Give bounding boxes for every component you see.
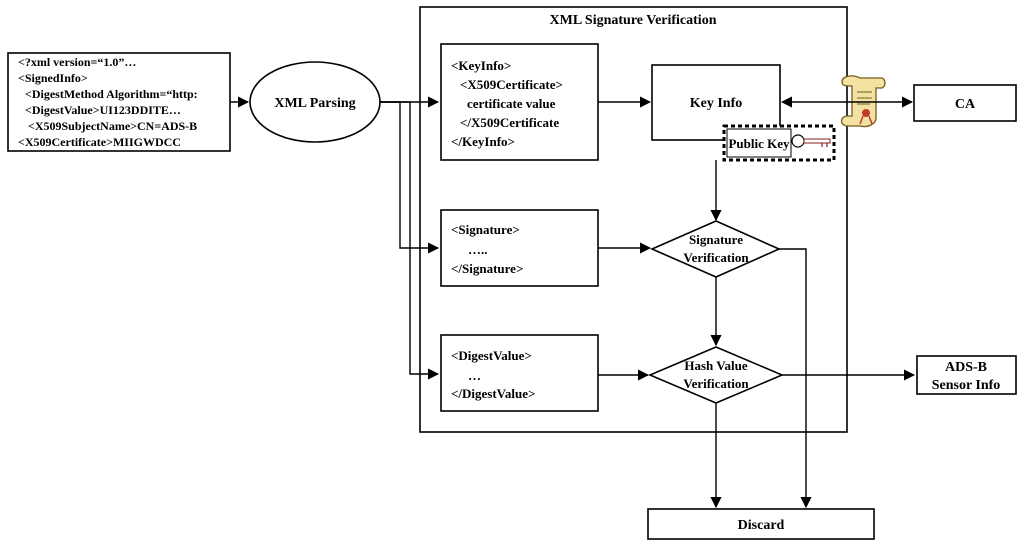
digest-box	[440, 334, 599, 412]
keyinfo-line: </X509Certificate	[460, 115, 559, 130]
adsb-label: ADS-B	[945, 360, 987, 375]
signature-box	[440, 209, 599, 287]
xml-input-line: <SignedInfo>	[18, 71, 88, 85]
discard-label: Discard	[738, 518, 785, 533]
diagram-title: XML Signature Verification	[550, 13, 717, 28]
digest-line: …	[468, 368, 481, 383]
signature-line: <Signature>	[451, 222, 520, 237]
keyinfo-line: certificate value	[467, 96, 556, 111]
keyinfo-line: <X509Certificate>	[460, 77, 563, 92]
signature-line: …..	[468, 242, 488, 257]
keyinfo-box	[440, 43, 599, 161]
xml-input-line: <DigestMethod Algorithm=“http:	[25, 87, 198, 101]
ca-label: CA	[955, 97, 976, 112]
xml-input-line: <X509SubjectName>CN=ADS-B	[28, 119, 197, 133]
public-key-label-box	[726, 128, 792, 158]
xml-input-line: <X509Certificate>MIIGWDCC	[18, 135, 181, 149]
signature-verification-label: Verification	[683, 250, 749, 265]
xml-parsing-label: XML Parsing	[274, 96, 355, 111]
adsb-sensor-info-box	[916, 355, 1017, 395]
signature-verification-label: Signature	[689, 232, 743, 247]
key-icon	[791, 134, 831, 148]
hash-verification-label: Hash Value	[684, 358, 747, 373]
digest-line: <DigestValue>	[451, 348, 532, 363]
public-key-label: Public Key	[728, 136, 790, 151]
adsb-label: Sensor Info	[932, 378, 1001, 393]
xml-input-line: <DigestValue>UI123DDITE…	[25, 103, 181, 117]
keyinfo-line: <KeyInfo>	[451, 58, 511, 73]
certificate-scroll-icon	[840, 75, 886, 128]
discard-box	[647, 508, 875, 540]
hash-verification-label: Verification	[683, 376, 749, 391]
digest-line: </DigestValue>	[451, 386, 535, 401]
ca-box	[913, 84, 1017, 122]
xml-input-box	[7, 52, 231, 152]
key-info-label: Key Info	[690, 96, 743, 111]
signature-line: </Signature>	[451, 261, 523, 276]
arrow-signature-to-discard	[779, 248, 812, 509]
xml-input-line: <?xml version=“1.0”…	[18, 55, 136, 69]
keyinfo-line: </KeyInfo>	[451, 134, 515, 149]
arrow-parsing-to-digest	[380, 101, 440, 380]
